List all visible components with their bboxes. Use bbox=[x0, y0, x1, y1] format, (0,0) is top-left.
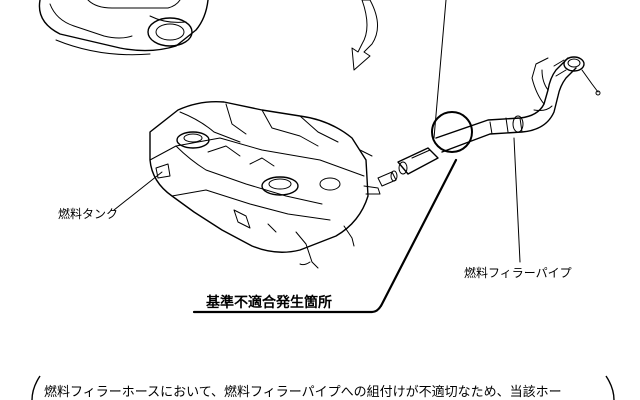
defect-highlight-circle bbox=[431, 111, 473, 153]
leader-line-top bbox=[433, 0, 447, 139]
filler-pipe-label: 燃料フィラーパイプ bbox=[464, 265, 572, 280]
car-outline-icon bbox=[38, 0, 209, 56]
caption-text: 燃料フィラーホースにおいて、燃料フィラーパイプへの組付けが不適切なため、当該ホー bbox=[44, 384, 562, 400]
leader-line-tank bbox=[113, 171, 163, 211]
leader-line-pipe bbox=[513, 137, 521, 263]
hose-clamp bbox=[377, 170, 398, 187]
fuel-tank-label: 燃料タンク bbox=[58, 206, 118, 221]
filler-pipe-illustration bbox=[435, 56, 601, 153]
filler-hose bbox=[397, 147, 439, 175]
curved-arrow-icon bbox=[351, 0, 378, 71]
caption-box bbox=[31, 375, 615, 400]
defect-location-label: 基準不適合発生箇所 bbox=[206, 294, 332, 311]
fuel-tank-illustration bbox=[149, 100, 381, 269]
leader-line-defect bbox=[192, 158, 458, 314]
